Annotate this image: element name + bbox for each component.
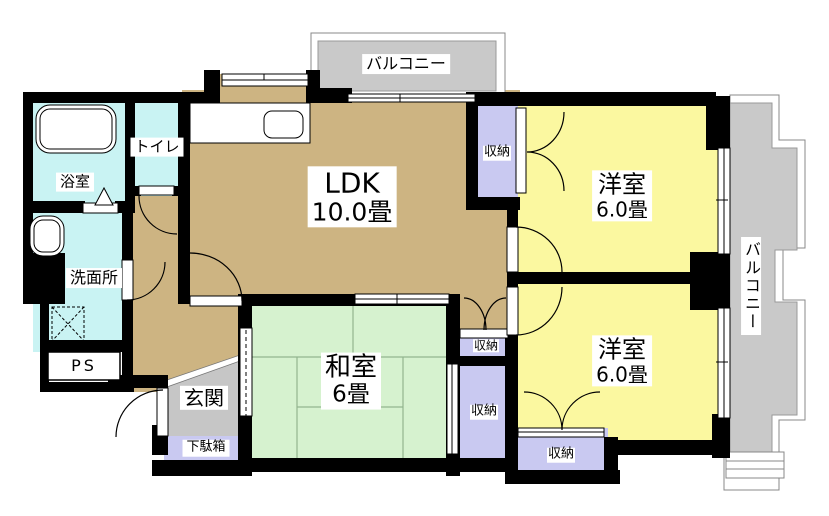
bath-folding-door-icon xyxy=(94,186,114,206)
front-door-arc xyxy=(115,389,164,438)
bathtub-icon xyxy=(35,104,117,154)
label-entrance: 玄関 xyxy=(180,385,228,411)
balcony-divider-panel xyxy=(725,451,785,479)
label-ldk-name: LDK xyxy=(324,166,380,200)
front-door-leaf xyxy=(156,387,169,437)
storage-double-door-arc-left xyxy=(463,297,487,331)
label-bathroom: 浴室 xyxy=(55,172,95,192)
kitchen-counter-icon xyxy=(189,102,311,144)
openings xyxy=(29,73,731,455)
youshitsu-lower-door-leaf xyxy=(506,286,519,336)
balcony-top-shape xyxy=(310,32,506,96)
label-balcony-top: バルコニー xyxy=(362,54,450,74)
label-storage-3: 収納 xyxy=(469,403,499,420)
washroom-door-leaf xyxy=(121,259,134,301)
label-toilet: トイレ xyxy=(130,137,184,157)
balcony-right-shape xyxy=(723,94,806,491)
label-shoe-cabinet: 下駄箱 xyxy=(182,439,230,457)
door-arcs xyxy=(115,111,601,438)
washbasin-icon xyxy=(29,215,65,257)
washing-machine-icon xyxy=(51,306,85,342)
closet-lower-double-door-arc xyxy=(523,391,601,431)
label-ldk: LDK 10.0畳 xyxy=(307,166,397,228)
youshitsu-lower-door-arc xyxy=(515,286,563,336)
label-pipe-space: PS xyxy=(67,356,101,376)
toilet-door-arc xyxy=(138,195,178,235)
label-youshitsu-lower-name: 洋室 xyxy=(598,335,646,364)
storage-track-small xyxy=(459,328,509,339)
closet-track-upper xyxy=(515,107,527,194)
toilet-door-track xyxy=(138,185,175,196)
ldk-door-arc xyxy=(189,252,243,302)
label-youshitsu-upper-size: 6.0畳 xyxy=(596,197,648,222)
label-washitsu: 和室 6畳 xyxy=(320,352,382,410)
label-youshitsu-lower: 洋室 6.0畳 xyxy=(592,335,652,387)
label-youshitsu-lower-size: 6.0畳 xyxy=(596,362,648,387)
youshitsu-upper-door-arc xyxy=(515,226,563,273)
label-washitsu-name: 和室 xyxy=(324,352,378,383)
label-storage-4: 収納 xyxy=(546,446,576,463)
label-storage-2: 収納 xyxy=(472,338,500,353)
label-washitsu-size: 6畳 xyxy=(332,381,370,408)
washroom-door-arc xyxy=(126,261,166,301)
ldk-door-leaf xyxy=(189,295,243,307)
label-youshitsu-upper: 洋室 6.0畳 xyxy=(592,170,652,222)
label-balcony-right: バルコニー xyxy=(741,237,761,335)
kitchen-sink-icon xyxy=(263,110,304,139)
label-washroom: 洗面所 xyxy=(65,268,123,288)
closet-upper-double-door-arc xyxy=(526,111,565,192)
youshitsu-upper-door-leaf xyxy=(506,226,519,273)
label-youshitsu-upper-name: 洋室 xyxy=(598,170,646,199)
storage-double-door-arc-right xyxy=(483,297,507,331)
label-storage-1: 収納 xyxy=(482,144,512,161)
label-ldk-size: 10.0畳 xyxy=(311,197,393,227)
